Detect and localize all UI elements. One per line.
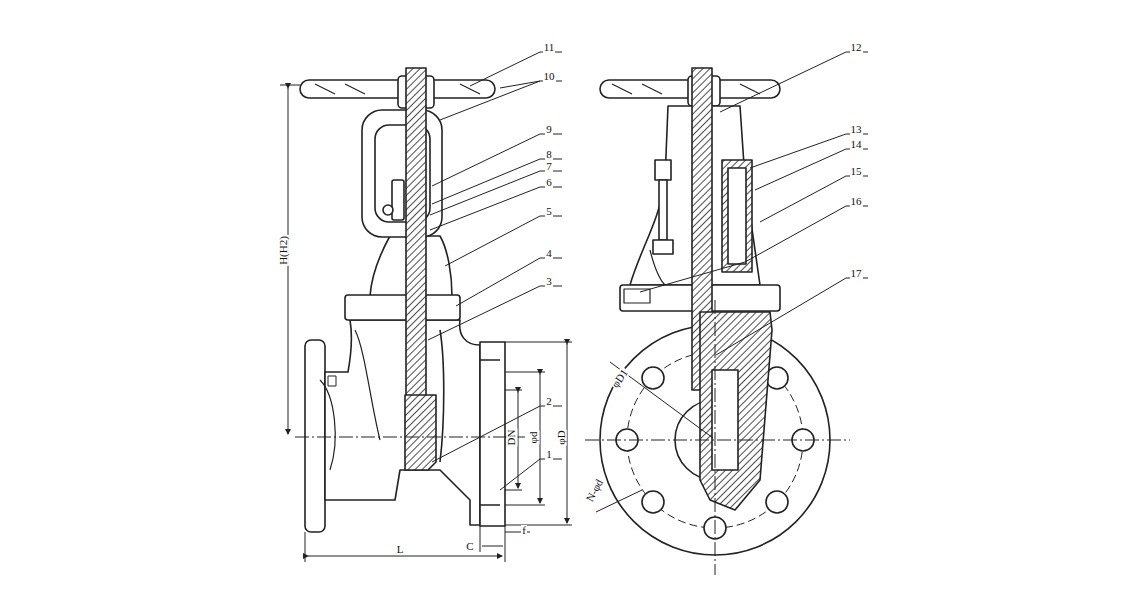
callout-number: 13 <box>850 124 863 135</box>
callout-number: 15 <box>850 166 863 177</box>
callout-number: 9 <box>545 124 553 135</box>
dimension-label: C <box>465 541 474 552</box>
callout-number: 12 <box>850 42 863 53</box>
dimension-label: L <box>396 544 405 555</box>
callout-number: 5 <box>545 206 553 217</box>
callout-number: 17 <box>850 268 863 279</box>
callout-number: 4 <box>545 248 553 259</box>
dimension-label: DN <box>506 428 517 446</box>
callout-number: 14 <box>850 139 863 150</box>
callout-number: 7 <box>545 161 553 172</box>
callout-number: 6 <box>545 177 553 188</box>
callout-number: 11 <box>543 42 556 53</box>
callout-number: 2 <box>545 396 553 407</box>
callout-number: 10 <box>543 71 556 82</box>
dimension-label: φd <box>528 430 539 444</box>
callout-number: 3 <box>545 276 553 287</box>
dimension-label: N-φd <box>584 476 606 504</box>
dimension-label: f <box>521 525 527 536</box>
dimension-label: H(H2) <box>278 235 289 266</box>
callout-number: 8 <box>545 149 553 160</box>
callout-number: 16 <box>850 196 863 207</box>
dimension-label: φD <box>555 429 566 445</box>
callout-number: 1 <box>545 449 553 460</box>
